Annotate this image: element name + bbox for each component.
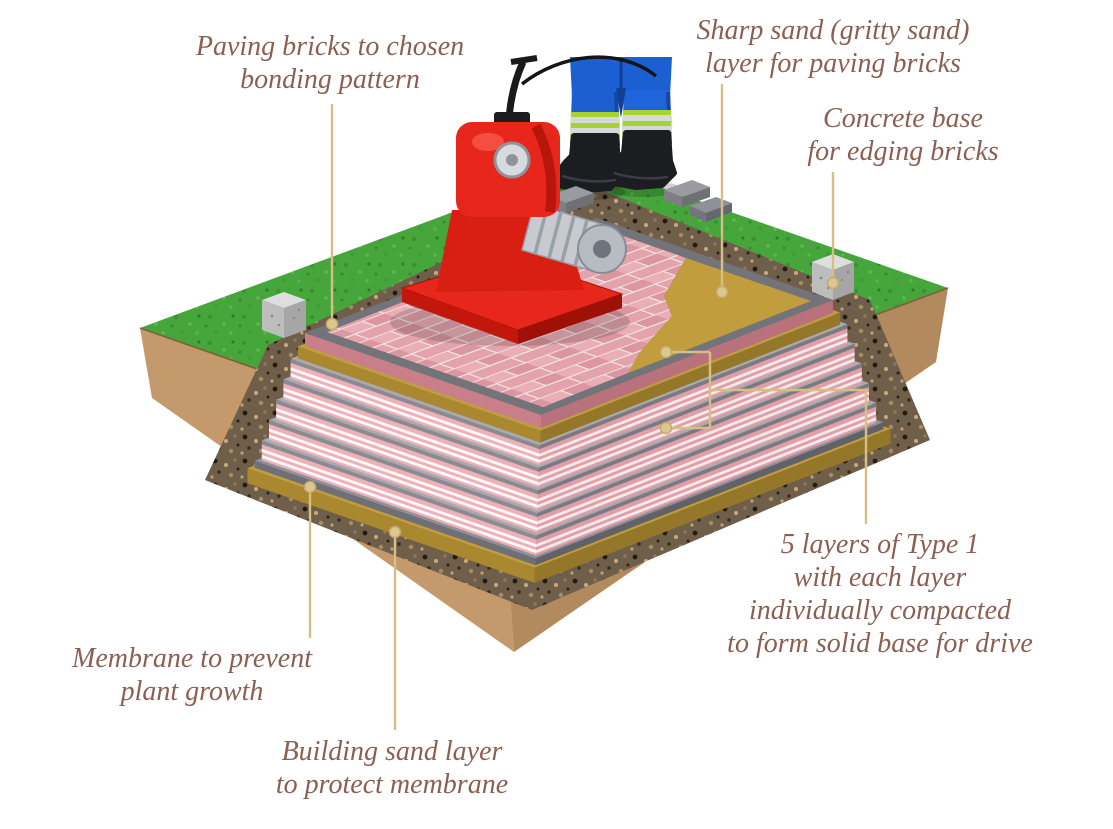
type1-cap1-face-left [290,358,540,450]
type1-cap4-face-left [269,420,537,517]
label-concrete-base: Concrete base for edging bricks [807,103,999,168]
engine-cylinder [521,203,627,274]
head-shade [531,123,557,213]
membrane-face-right [535,422,884,566]
building-sand-face-left [247,468,535,583]
label-sharp-sand: Sharp sand (gritty sand) layer for pavin… [696,15,970,80]
base-plate-side [518,294,622,344]
dot-membrane [303,480,317,494]
membrane-face-left [254,460,536,566]
sharp-sand-face-right [540,312,841,443]
type1-layer3-stripe [537,371,862,502]
label-membrane: Membrane to prevent plant growth [72,643,312,708]
type1-layer1-stripe [539,338,848,463]
throttle-cable [520,55,658,86]
paving-face-left [305,333,541,428]
type1-layer5-stripe [261,448,537,548]
type1-cap2-face-left [283,379,539,472]
type1-cap1-face-right [539,324,848,450]
dot-concrete [826,276,840,290]
boot-highlight [613,171,669,180]
handle-grip [510,55,538,65]
type1-layer5-stripe [536,411,877,548]
type1-layer3-stripe [276,414,538,508]
building-sand-face-right [534,428,891,583]
worker-legs [550,57,682,200]
type1-cap4-face-right [537,383,869,517]
type1-cap5-face-right [536,402,877,540]
boot-highlight [561,174,617,183]
plate-compactor [390,55,658,346]
leader-dots [303,276,840,539]
type1-layer1-stripe [290,373,540,463]
paving-face-right [541,300,833,428]
type1-layer1-stripe [539,332,848,457]
type1-layer4-stripe [269,434,537,531]
dot-type1-lower [659,421,673,435]
label-building-sand: Building sand layer to protect membrane [275,736,509,801]
dot-building-sand [388,525,402,539]
type1-layer3-stripe [537,377,862,508]
boot-right [607,130,677,190]
crotch-shadow [616,88,626,118]
label-paving-bricks: Paving bricks to chosen bonding pattern [195,31,465,96]
type1-layer3-stripe [276,408,538,502]
type1-layer4-stripe [537,391,869,525]
type1-cap5-face-left [261,440,537,540]
leader-lines [308,84,868,730]
dot-sharp-sand [715,285,729,299]
type1-cap2-face-right [538,343,855,472]
type1-layer2-stripe [283,387,539,480]
dot-type1-upper [659,345,673,359]
type1-layer5-stripe [261,454,537,554]
type1-layer5-stripe [536,417,877,554]
type1-cap3-face-left [276,399,538,495]
sharp-sand-exposed [628,258,811,373]
head-highlight [472,133,504,151]
type1-layer4-stripe [537,397,869,531]
type1-layer2-stripe [538,352,855,480]
starter-hub [506,154,518,166]
type1-layer4-stripe [269,428,537,525]
label-type1-layers: 5 layers of Type 1 with each layer indiv… [727,529,1033,660]
type1-layer1-stripe [290,367,540,457]
type1-layer2-stripe [283,393,539,486]
dot-paving [325,317,339,331]
concrete-block-left [262,292,306,338]
paving-layer-stack [247,218,891,583]
leader-type1-bracket [672,350,868,524]
sharp-sand-face-left [297,346,541,443]
base-plate-front [402,288,518,344]
